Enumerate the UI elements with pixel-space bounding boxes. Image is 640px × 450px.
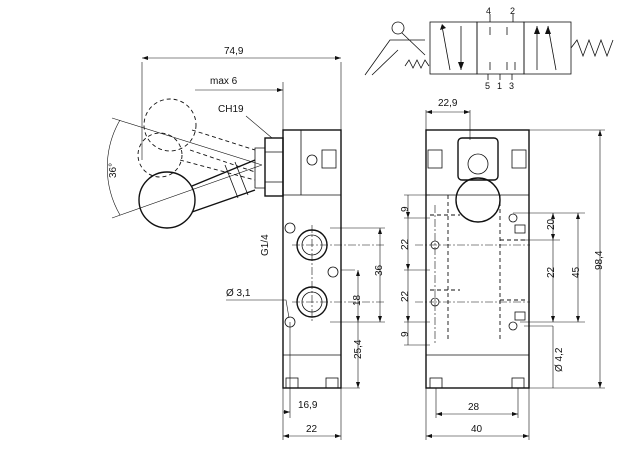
mount-hole-a: [284, 222, 296, 234]
dim-hex-size: CH19: [218, 104, 244, 115]
port-2-label: 2: [510, 6, 515, 16]
dim-total-height: 98,4: [594, 250, 605, 270]
spring-left-symbol: [404, 59, 430, 69]
dim-mount-hole: Ø 3,1: [226, 288, 251, 299]
dim-20: 20: [546, 218, 557, 230]
port-1-label: 1: [497, 81, 502, 91]
actuator-ball: [455, 177, 501, 223]
front-view: 22,9 9 22 22 9 20 22 45: [400, 98, 605, 440]
lever-knob-symbol: [391, 21, 405, 35]
side-body: [282, 129, 342, 389]
dim-9-bottom: 9: [400, 331, 411, 337]
dim-bottom-hole: Ø 4,2: [554, 347, 565, 372]
lever-link-symbol: [364, 32, 426, 76]
lever-ball: [138, 171, 196, 229]
port-4-label: 4: [486, 6, 491, 16]
lever-ball-dashed-1: [143, 98, 197, 152]
dim-port-spacing: 36: [374, 264, 385, 276]
dim-hole-spacing: 28: [468, 402, 480, 413]
dim-max-offset: max 6: [210, 76, 238, 87]
mount-hole-b: [327, 266, 339, 278]
dim-top-width: 22,9: [438, 98, 458, 109]
port-3-label: 3: [509, 81, 514, 91]
dim-45: 45: [571, 266, 582, 278]
front-body: [425, 129, 530, 389]
dim-22-right: 22: [546, 266, 557, 278]
valve-box-1: [429, 21, 478, 75]
side-view: 74,9 max 6 CH19 36°: [107, 46, 385, 440]
dim-22-b: 22: [400, 290, 411, 302]
valve-box-2: [476, 21, 525, 75]
dim-port-thread: G1/4: [260, 234, 271, 256]
dim-22-a: 22: [400, 238, 411, 250]
dim-9-top: 9: [400, 206, 411, 212]
valve-symbol: 4 2 5 1 3: [364, 6, 614, 91]
actuator-nut: [457, 137, 499, 181]
port-5-label: 5: [485, 81, 490, 91]
dim-right-width: 40: [471, 424, 483, 435]
dim-overall-width: 74,9: [224, 46, 244, 57]
dim-lever-angle: 36°: [108, 163, 119, 178]
hex-nut: [264, 137, 284, 197]
dim-left-hole-offset: 16,9: [298, 400, 318, 411]
lever-ball-dashed-2: [137, 132, 183, 178]
dim-base-height: 25,4: [353, 339, 364, 359]
spring-right-symbol: [570, 38, 614, 58]
dim-left-width: 22: [306, 424, 318, 435]
dim-lower-port: 18: [352, 294, 363, 306]
